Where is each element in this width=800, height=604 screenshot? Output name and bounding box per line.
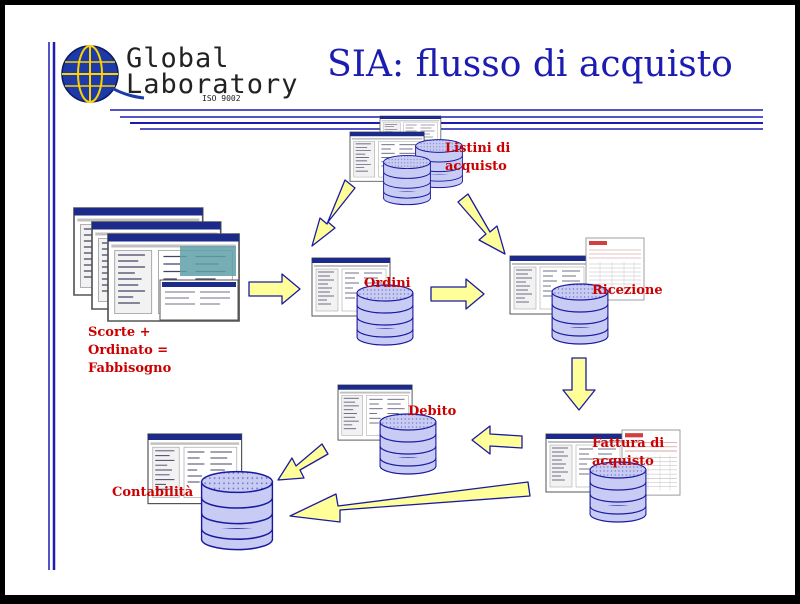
label-contabilita: Contabilità xyxy=(112,485,194,500)
database-contabilita xyxy=(200,470,274,551)
logo-tagline: ISO 9002 xyxy=(202,94,241,103)
arrow-ricezione-fattura xyxy=(562,357,596,411)
label-listini: Listini di acquisto xyxy=(445,141,511,174)
arrow-fattura-debito xyxy=(471,425,523,455)
label-ricezione: Ricezione xyxy=(592,283,663,298)
globe-icon xyxy=(61,45,145,103)
database-ordini xyxy=(356,284,414,346)
label-debito: Debito xyxy=(408,404,457,419)
arrow-scorte-ordini xyxy=(248,273,301,305)
logo-wordmark: Global Laboratory xyxy=(126,43,299,100)
title-underlines xyxy=(110,109,763,130)
database-debito xyxy=(379,413,437,475)
screen-stack-scorte xyxy=(73,207,240,322)
arrow-listini-ordini xyxy=(311,179,356,247)
arrow-debito-contabilita xyxy=(277,443,329,481)
label-ordini: Ordini xyxy=(364,276,411,291)
arrow-listini-ricezione xyxy=(457,193,506,255)
arrow-ordini-ricezione xyxy=(430,278,485,310)
arrow-fattura-contabilita xyxy=(289,481,531,523)
slide-title: SIA: flusso di acquisto xyxy=(327,44,733,85)
label-scorte: Scorte + Ordinato = Fabbisogno xyxy=(88,325,172,376)
database-fattura xyxy=(589,461,647,523)
label-fattura: Fattura di acquisto xyxy=(592,436,665,469)
logo-name: Global Laboratory xyxy=(126,43,299,100)
database-listini xyxy=(383,154,431,206)
